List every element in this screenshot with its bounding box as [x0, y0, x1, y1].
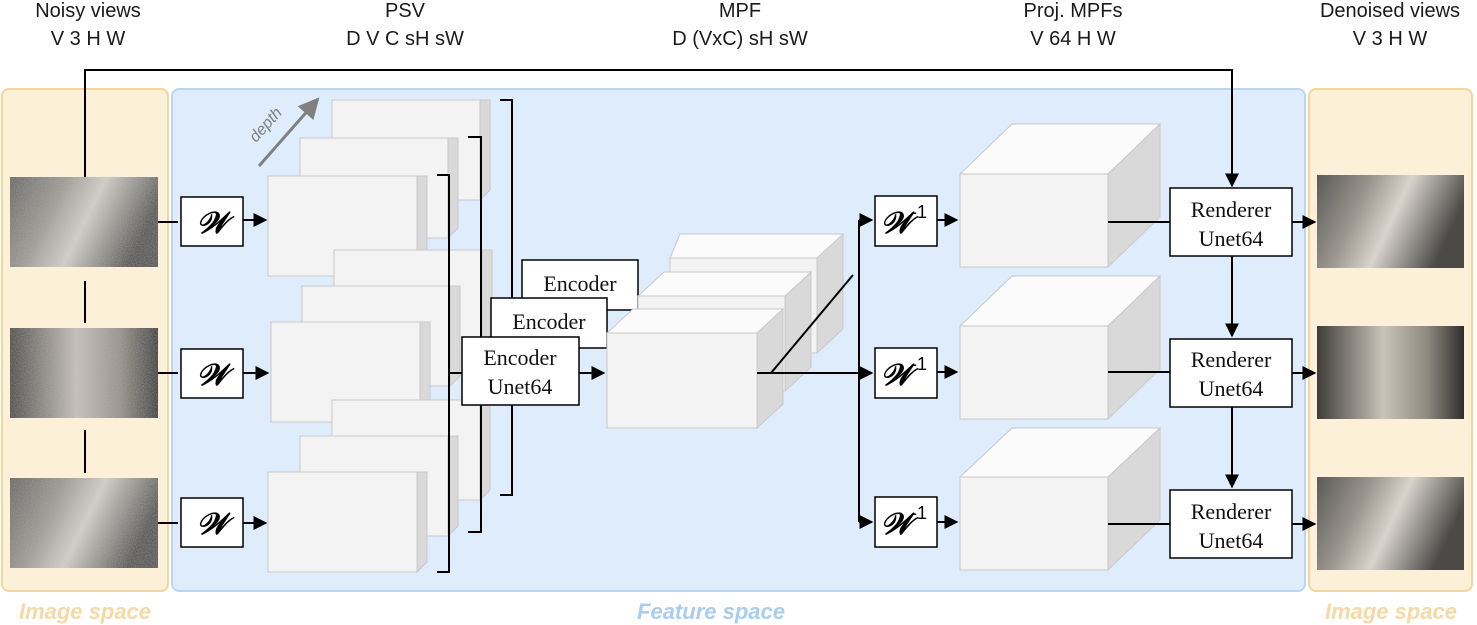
skip-connection-line	[84, 69, 1239, 188]
mpf-diagonal-line	[770, 274, 854, 374]
encoder-back-label: Encoder	[543, 271, 617, 296]
renderer-line2: Unet64	[1199, 376, 1264, 401]
inverse-warp-box-2: 𝒲 -1	[874, 347, 938, 399]
denoised-view-3	[1317, 477, 1464, 570]
proj-mpf-cube-1	[958, 122, 1162, 269]
header-mpf-dims: D (VxC) sH sW	[672, 28, 808, 50]
encoder-front-line1: Encoder	[483, 345, 557, 370]
proj-mpf-cube-2	[958, 274, 1162, 421]
header-psv-dims: D V C sH sW	[346, 28, 464, 50]
renderer-box-2: Renderer Unet64	[1169, 338, 1293, 408]
renderer-line1: Renderer	[1191, 347, 1272, 372]
encoder-box-back: Encoder	[521, 259, 639, 311]
proj-mpf-cube-3	[958, 426, 1162, 572]
header-noisy-title: Noisy views	[35, 0, 141, 22]
encoder-mid-label: Encoder	[512, 309, 586, 334]
renderer-line1: Renderer	[1191, 499, 1272, 524]
denoised-view-1	[1317, 175, 1464, 268]
image-space-right-label: Image space	[1325, 599, 1457, 624]
denoised-view-2	[1317, 326, 1464, 419]
renderer-box-3: Renderer Unet64	[1169, 489, 1293, 559]
inverse-warp-box-3: 𝒲 -1	[874, 496, 938, 548]
header-denoised-dims: V 3 H W	[1353, 28, 1428, 50]
inverse-exponent: -1	[911, 503, 927, 523]
image-space-left-label: Image space	[19, 599, 151, 624]
warp-box-1: 𝒲	[180, 196, 244, 247]
encoder-box-front: Encoder Unet64	[461, 336, 580, 406]
renderer-box-1: Renderer Unet64	[1169, 187, 1293, 257]
header-denoised-title: Denoised views	[1320, 0, 1460, 22]
encoder-front-line2: Unet64	[488, 374, 553, 399]
bracket-middle	[468, 136, 482, 533]
feature-space-label: Feature space	[637, 599, 785, 624]
mpf-stack	[605, 232, 844, 430]
header-noisy-dims: V 3 H W	[51, 28, 126, 50]
renderer-line2: Unet64	[1199, 226, 1264, 251]
warp-box-3: 𝒲	[180, 497, 244, 548]
renderer-line2: Unet64	[1199, 528, 1264, 553]
renderer-line1: Renderer	[1191, 197, 1272, 222]
inverse-exponent: -1	[911, 202, 927, 222]
noisy-view-3	[10, 478, 158, 568]
inverse-exponent: -1	[911, 354, 927, 374]
header-psv-title: PSV	[385, 0, 426, 22]
header-proj-title: Proj. MPFs	[1024, 0, 1123, 22]
inverse-warp-box-1: 𝒲 -1	[874, 195, 938, 247]
warp-box-2: 𝒲	[180, 348, 244, 399]
noisy-view-1	[10, 177, 158, 267]
psv-stack-3	[267, 399, 491, 574]
depth-arrow	[257, 97, 320, 167]
header-mpf-title: MPF	[719, 0, 761, 22]
header-proj-dims: V 64 H W	[1030, 28, 1116, 50]
noisy-view-2	[10, 328, 158, 418]
